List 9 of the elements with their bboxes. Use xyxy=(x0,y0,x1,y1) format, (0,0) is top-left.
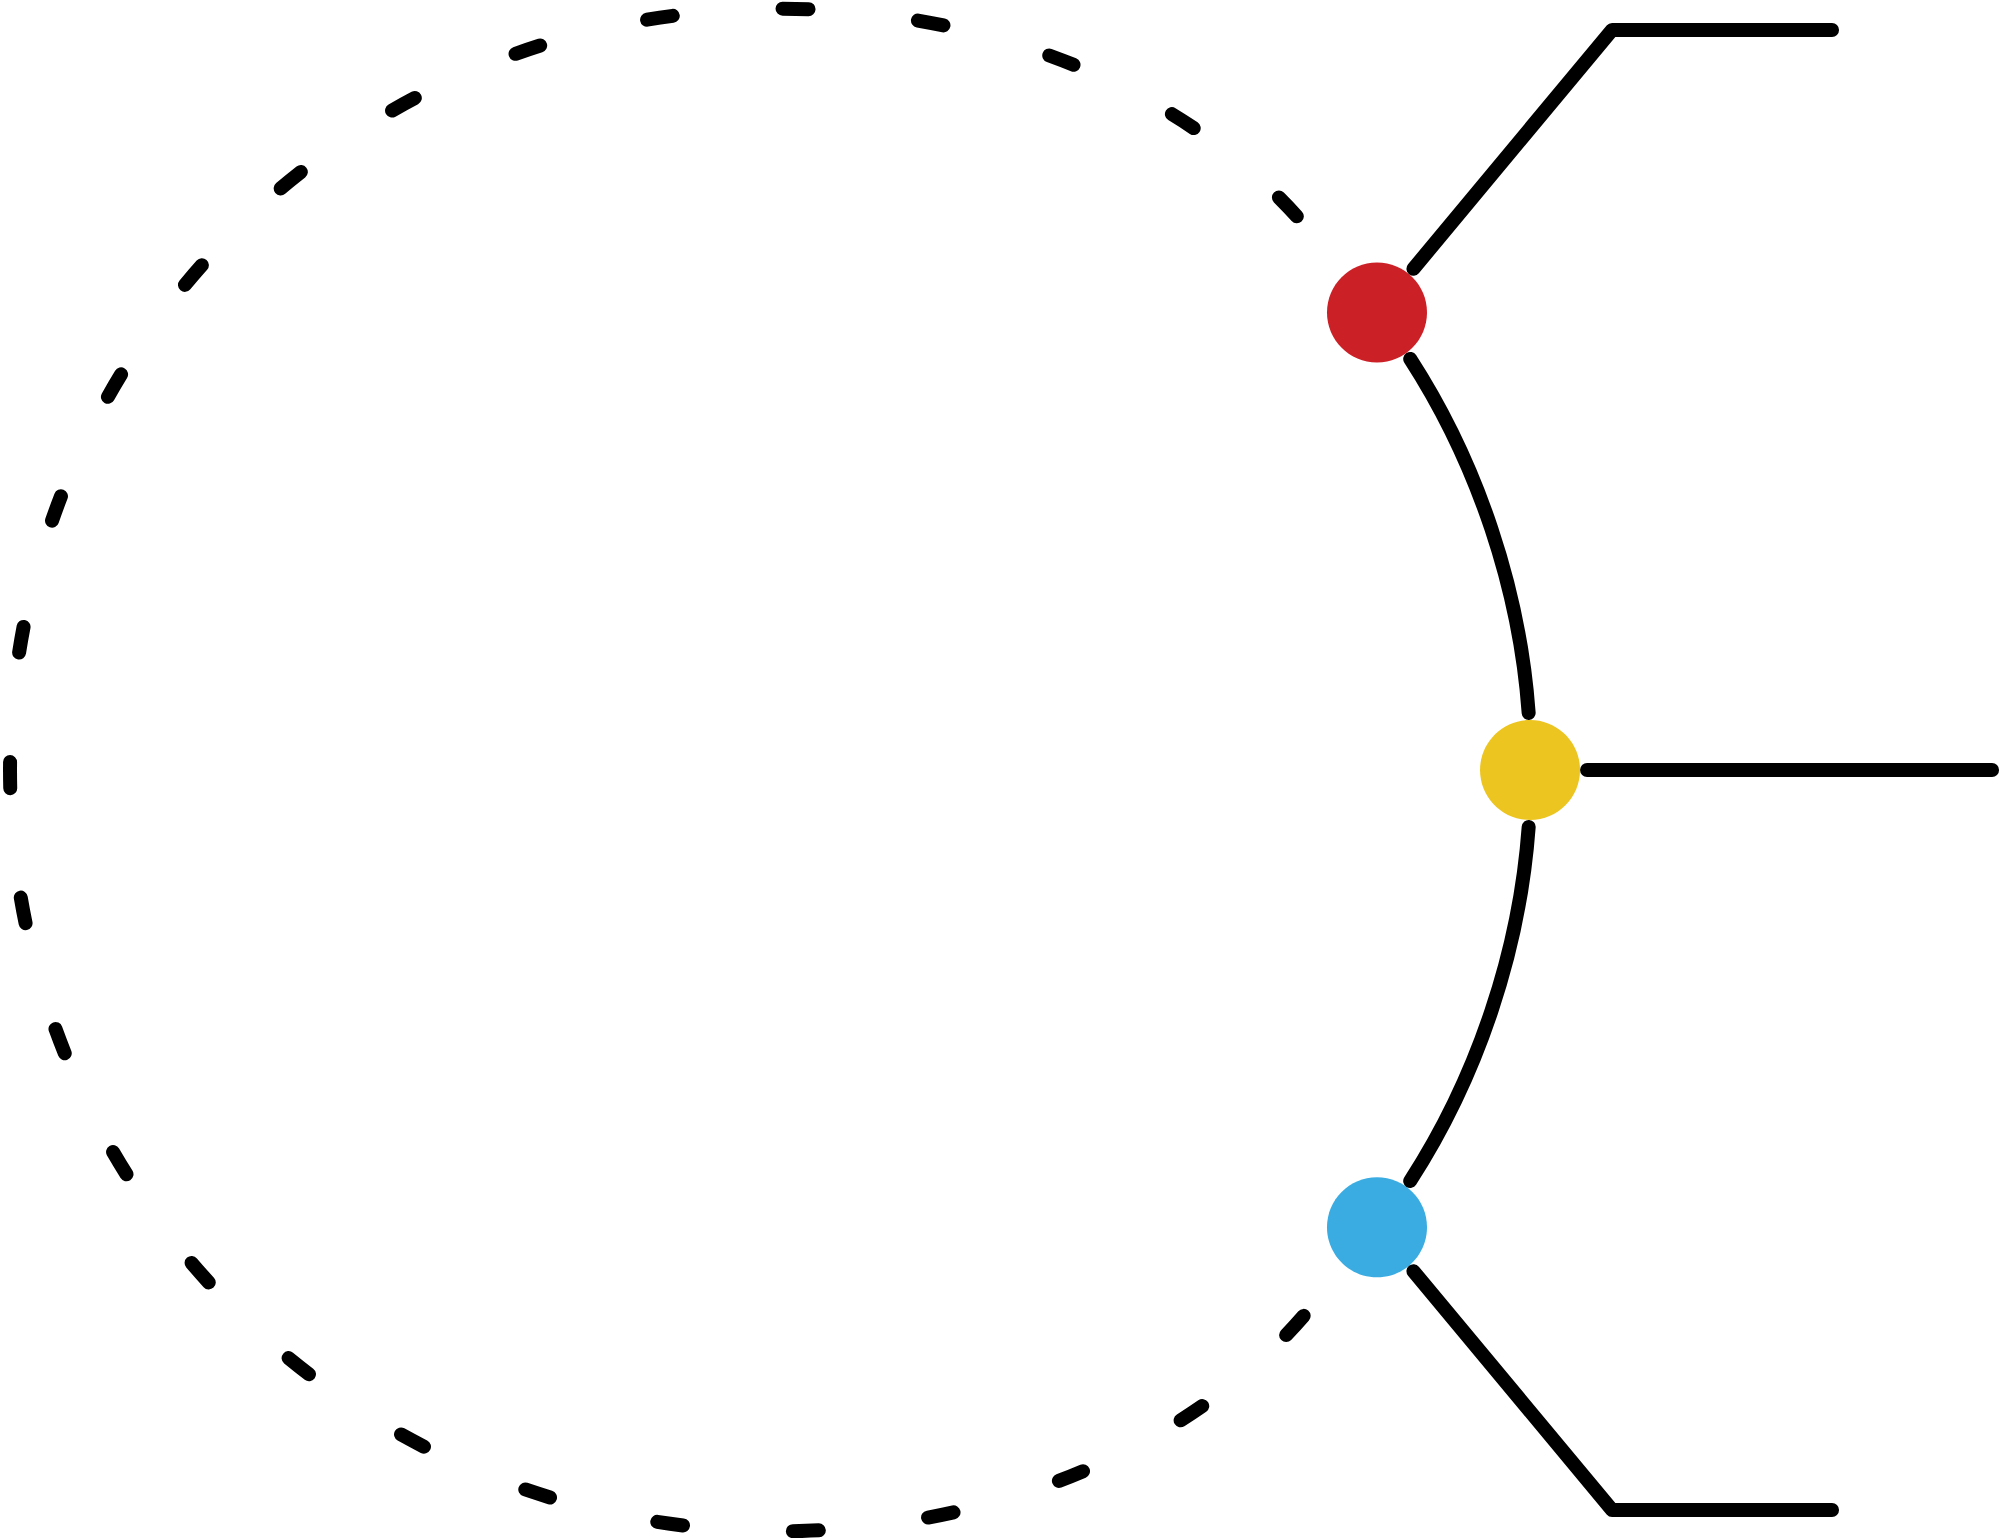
leader-line xyxy=(1580,762,2000,777)
dot xyxy=(1327,1177,1427,1278)
dot xyxy=(1327,262,1427,363)
leader-line xyxy=(1406,22,1840,276)
dashed-arc xyxy=(3,2,1311,1538)
leader-line xyxy=(1406,1264,1840,1517)
arc-line xyxy=(1403,819,1536,1188)
arc-line xyxy=(1403,351,1536,720)
dot xyxy=(1480,719,1581,820)
